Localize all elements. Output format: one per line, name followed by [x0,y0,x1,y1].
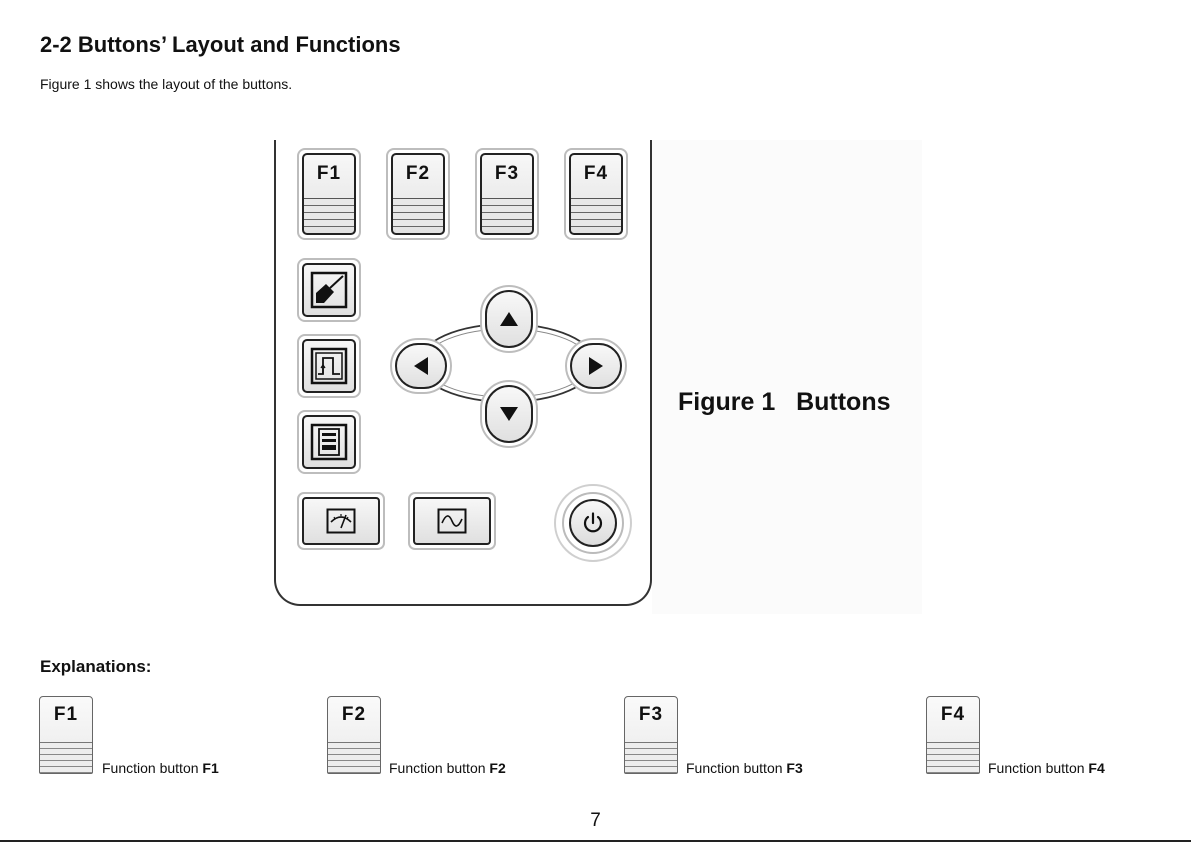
page-heading: 2-2 Buttons’ Layout and Functions [40,32,401,58]
explanation-key-label: F2 [328,704,380,726]
explanation-f1-key: F1 [39,696,93,774]
left-arrow-icon [413,356,429,376]
f4-key-label: F4 [571,163,621,185]
down-arrow-key[interactable] [480,380,538,448]
key-stripes [625,742,677,773]
down-arrow-icon [499,406,519,422]
meter-icon [326,508,356,534]
edit-key[interactable] [297,258,361,322]
key-stripes [328,742,380,773]
f3-key[interactable]: F3 [475,148,539,240]
figure-background [652,140,922,614]
pulse-key[interactable] [297,334,361,398]
wave-key[interactable] [408,492,496,550]
list-icon [310,423,348,461]
intro-text: Figure 1 shows the layout of the buttons… [40,76,292,92]
sine-wave-icon [437,508,467,534]
f2-key-label: F2 [393,163,443,185]
explanations-title: Explanations: [40,657,151,677]
up-arrow-icon [499,311,519,327]
power-icon [581,511,605,535]
left-arrow-key[interactable] [390,338,452,394]
f3-key-label: F3 [482,163,532,185]
pulse-icon [310,347,348,385]
explanation-key-label: F1 [40,704,92,726]
footer-rule [0,840,1191,842]
f1-key[interactable]: F1 [297,148,361,240]
edit-icon [310,271,348,309]
f2-key[interactable]: F2 [386,148,450,240]
power-key[interactable] [554,484,632,562]
right-arrow-key[interactable] [565,338,627,394]
page-number: 7 [0,810,1191,832]
explanation-f2-key: F2 [327,696,381,774]
f1-key-label: F1 [304,163,354,185]
list-key[interactable] [297,410,361,474]
explanation-key-label: F4 [927,704,979,726]
explanation-f4-key: F4 [926,696,980,774]
explanation-f2-text: Function button F2 [389,760,506,776]
figure-caption: Figure 1 Buttons [678,388,891,417]
up-arrow-key[interactable] [480,285,538,353]
key-stripes [40,742,92,773]
key-stripes [393,198,443,227]
explanation-f1-text: Function button F1 [102,760,219,776]
explanation-key-label: F3 [625,704,677,726]
explanation-f4-text: Function button F4 [988,760,1105,776]
explanation-f3-key: F3 [624,696,678,774]
key-stripes [304,198,354,227]
explanation-f3-text: Function button F3 [686,760,803,776]
key-stripes [927,742,979,773]
meter-key[interactable] [297,492,385,550]
key-stripes [571,198,621,227]
f4-key[interactable]: F4 [564,148,628,240]
key-stripes [482,198,532,227]
right-arrow-icon [588,356,604,376]
